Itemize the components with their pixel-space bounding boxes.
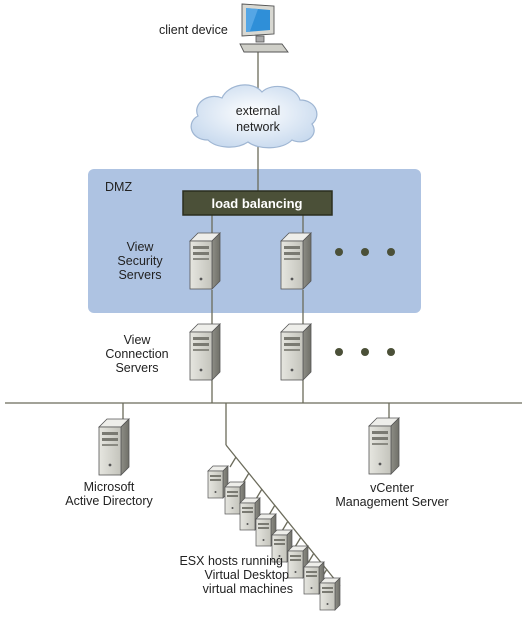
connection-servers-label-line2: Connection [105,347,168,361]
connection-server-icon [280,323,312,381]
active-directory-label-line2: Active Directory [65,494,153,508]
connection-servers-label-line1: View [124,333,152,347]
security-servers-label-line2: Security [117,254,163,268]
load-balancer-box [182,190,333,216]
security-servers-label-line3: Servers [118,268,161,282]
active-directory-server-icon [98,418,130,476]
esx-hosts-label-line2: Virtual Desktop [204,568,289,582]
esx-host-icon [319,577,341,611]
connection-lines [5,52,522,587]
more-connection-servers-dots [335,348,395,356]
security-server-icon [189,232,221,290]
client-device-label: client device [159,23,228,37]
cloud-label-line1: external [236,104,280,118]
security-server-icon [280,232,312,290]
active-directory-label-line1: Microsoft [84,480,135,494]
connection-server-icon [189,323,221,381]
cloud-icon [190,84,318,149]
vcenter-label-line1: vCenter [370,481,414,495]
dmz-label: DMZ [105,180,132,194]
more-security-servers-dots [335,248,395,256]
vcenter-label-line2: Management Server [335,495,448,509]
esx-hosts-label-line1: ESX hosts running [179,554,283,568]
security-servers-label-line1: View [127,240,155,254]
connection-servers-label-line3: Servers [115,361,158,375]
load-balancer-label: load balancing [211,196,302,211]
esx-hosts-label-line3: virtual machines [203,582,293,596]
dmz-zone [88,169,421,313]
monitor-icon [239,3,289,53]
cloud-label-line2: network [236,120,281,134]
vcenter-server-icon [368,417,400,475]
